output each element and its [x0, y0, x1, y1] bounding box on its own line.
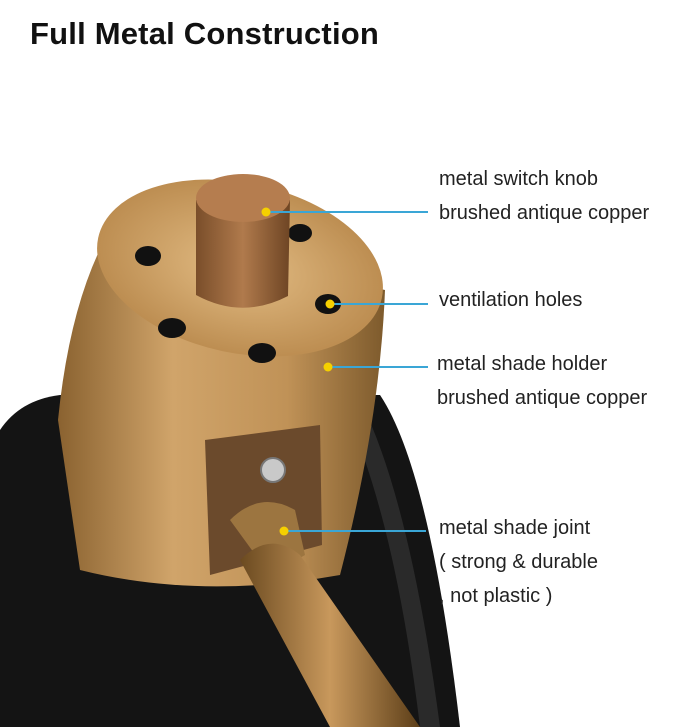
callout-lines: [266, 211, 428, 532]
callout-line-2: brushed antique copper: [437, 387, 648, 409]
shade-joint-arm: [230, 502, 420, 727]
callout-dots: [261, 207, 335, 536]
callout-switch-knob: metal switch knob brushed antique copper: [439, 162, 649, 230]
callout-line-3: , not plastic ): [439, 585, 553, 607]
callout-line-1: metal switch knob: [439, 168, 598, 190]
callout-shade-joint: metal shade joint ( strong & durable , n…: [439, 511, 598, 613]
callout-line-1: ventilation holes: [439, 289, 583, 311]
page-title: Full Metal Construction: [30, 16, 380, 51]
callout-line-1: metal shade holder: [437, 353, 608, 375]
callout-line-2: ( strong & durable: [439, 551, 598, 573]
callout-ventilation-holes: ventilation holes: [439, 283, 582, 317]
callout-line-2: brushed antique copper: [439, 202, 650, 224]
callout-line-1: metal shade joint: [439, 517, 591, 539]
callout-shade-holder: metal shade holder brushed antique coppe…: [437, 347, 647, 415]
switch-knob: [196, 174, 290, 308]
